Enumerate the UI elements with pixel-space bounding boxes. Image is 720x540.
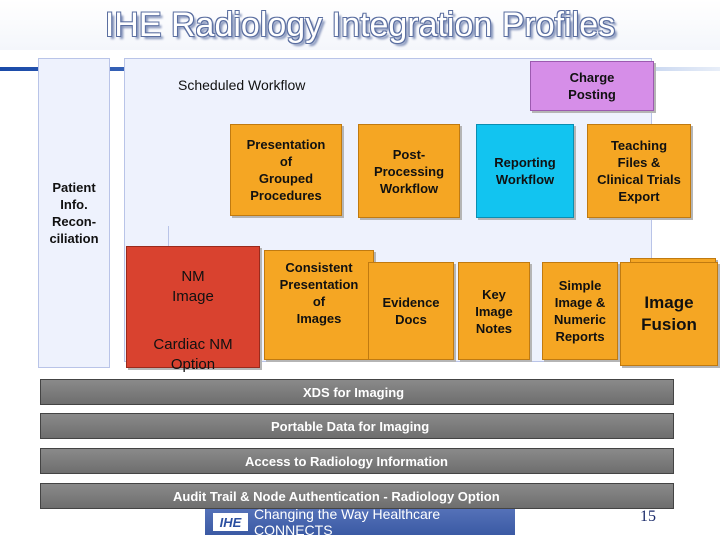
- ihe-logo: IHE: [213, 513, 248, 531]
- patient-info-reconciliation: Patient Info. Recon- ciliation: [38, 58, 110, 368]
- post-processing-workflow: Post- Processing Workflow: [358, 124, 460, 218]
- key-image-notes: Key Image Notes: [458, 262, 530, 360]
- portable-data-label: Portable Data for Imaging: [271, 418, 430, 434]
- audit-trail-label: Audit Trail & Node Authentication - Radi…: [173, 488, 500, 504]
- simple-image-numeric-reports: Simple Image & Numeric Reports: [542, 262, 618, 360]
- slide-title: IHE Radiology Integration Profiles: [0, 0, 720, 50]
- evidence-docs: Evidence Docs: [368, 262, 454, 360]
- access-radiology-label: Access to Radiology Information: [245, 453, 448, 469]
- teaching-files-export: Teaching Files & Clinical Trials Export: [587, 124, 691, 218]
- image-fusion: Image Fusion: [620, 262, 718, 366]
- footer-banner: IHE Changing the Way Healthcare CONNECTS: [205, 506, 515, 538]
- xds-imaging-label: XDS for Imaging: [303, 384, 405, 400]
- nm-image-label: NM Image: [172, 268, 214, 305]
- cardiac-nm-option-label: Cardiac NM Option: [153, 336, 233, 373]
- page-number: 15: [640, 508, 656, 525]
- audit-trail-bar: Audit Trail & Node Authentication - Radi…: [40, 483, 674, 509]
- footer-tagline: Changing the Way Healthcare CONNECTS: [253, 506, 441, 538]
- xds-imaging-bar: XDS for Imaging: [40, 379, 674, 405]
- nm-image: NM Image Cardiac NM Option: [126, 246, 260, 373]
- consistent-presentation-images: Consistent Presentation of Images: [264, 250, 374, 360]
- reporting-workflow: Reporting Workflow: [476, 124, 574, 218]
- scheduled-workflow-label: Scheduled Workflow: [178, 77, 306, 93]
- access-radiology-bar: Access to Radiology Information: [40, 448, 674, 474]
- presentation-grouped-procedures: Presentation of Grouped Procedures: [230, 124, 342, 216]
- portable-data-bar: Portable Data for Imaging: [40, 413, 674, 439]
- charge-posting: Charge Posting: [530, 61, 654, 111]
